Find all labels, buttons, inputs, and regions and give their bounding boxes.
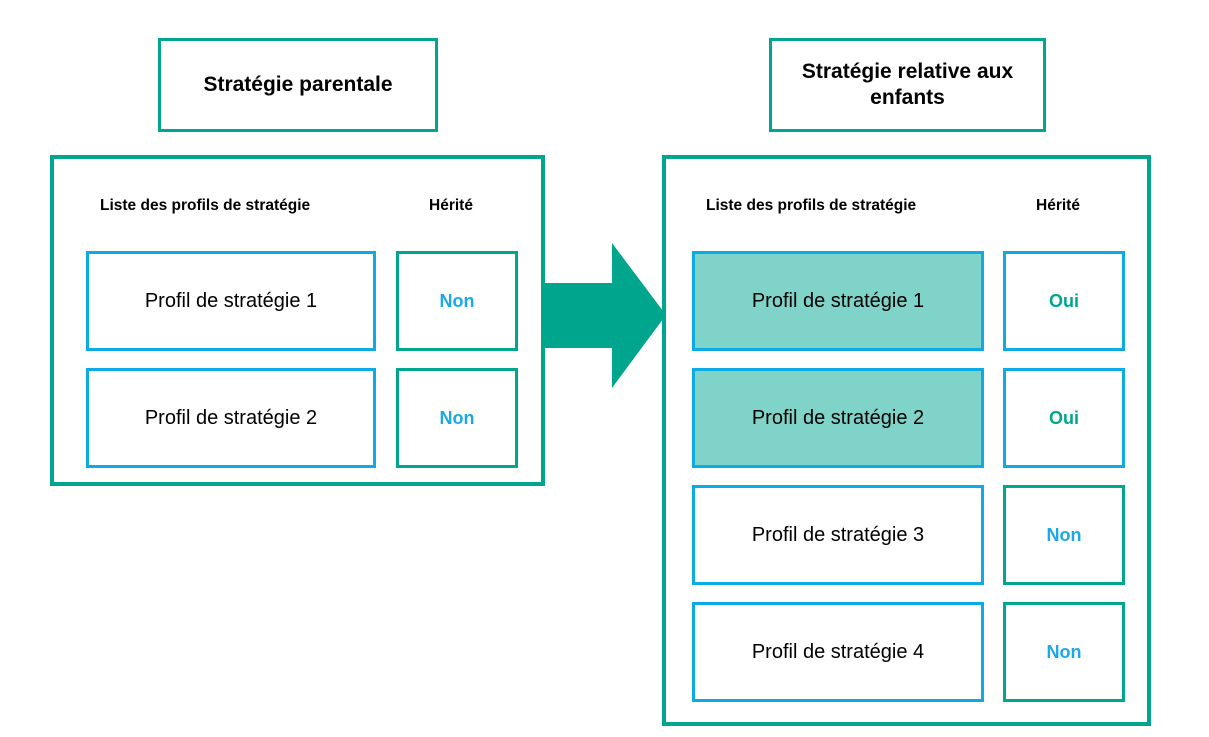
table-row: Profil de stratégie 4 Non [666,602,1147,702]
child-inherited-box-3[interactable]: Non [1003,485,1125,585]
parent-inherited-box-1[interactable]: Non [396,251,518,351]
child-strategy-title-text: Stratégie relative aux enfants [801,60,1014,109]
parent-inherited-label-1: Non [439,290,475,311]
parent-strategy-panel: Liste des profils de stratégie Hérité Pr… [50,155,545,486]
parent-panel-header-row: Liste des profils de stratégie Hérité [54,197,541,219]
table-row: Profil de stratégie 2 Non [54,368,541,468]
child-inherited-box-4[interactable]: Non [1003,602,1125,702]
child-inherited-label-3: Non [1046,524,1082,545]
child-strategy-title-box: Stratégie relative aux enfants [769,38,1046,132]
child-profile-box-4[interactable]: Profil de stratégie 4 [692,602,984,702]
child-rows-container: Profil de stratégie 1 Oui Profil de stra… [666,251,1147,719]
table-row: Profil de stratégie 1 Non [54,251,541,351]
parent-strategy-title-box: Stratégie parentale [158,38,438,132]
child-inherited-label-1: Oui [1049,290,1079,311]
parent-inherited-label-2: Non [439,407,475,428]
parent-inherited-box-2[interactable]: Non [396,368,518,468]
child-column-header-profiles: Liste des profils de stratégie [706,197,917,214]
child-profile-box-2[interactable]: Profil de stratégie 2 [692,368,984,468]
child-inherited-box-1[interactable]: Oui [1003,251,1125,351]
child-profile-box-3[interactable]: Profil de stratégie 3 [692,485,984,585]
child-profile-label-4: Profil de stratégie 4 [751,640,925,663]
child-profile-label-3: Profil de stratégie 3 [751,523,925,546]
table-row: Profil de stratégie 2 Oui [666,368,1147,468]
child-profile-box-1[interactable]: Profil de stratégie 1 [692,251,984,351]
parent-profile-box-1[interactable]: Profil de stratégie 1 [86,251,376,351]
parent-rows-container: Profil de stratégie 1 Non Profil de stra… [54,251,541,485]
parent-strategy-title-text: Stratégie parentale [203,73,393,96]
parent-column-header-profiles: Liste des profils de stratégie [100,197,311,214]
child-profile-label-1: Profil de stratégie 1 [751,289,925,312]
child-strategy-panel: Liste des profils de stratégie Hérité Pr… [662,155,1151,726]
parent-profile-label-2: Profil de stratégie 2 [144,406,318,429]
child-column-header-inherited: Hérité [1036,197,1080,214]
table-row: Profil de stratégie 1 Oui [666,251,1147,351]
child-inherited-box-2[interactable]: Oui [1003,368,1125,468]
parent-profile-box-2[interactable]: Profil de stratégie 2 [86,368,376,468]
parent-column-header-inherited: Hérité [429,197,473,214]
parent-profile-label-1: Profil de stratégie 1 [144,289,318,312]
child-inherited-label-2: Oui [1049,407,1079,428]
table-row: Profil de stratégie 3 Non [666,485,1147,585]
inheritance-arrow-icon [544,243,666,388]
child-inherited-label-4: Non [1046,641,1082,662]
child-profile-label-2: Profil de stratégie 2 [751,406,925,429]
child-panel-header-row: Liste des profils de stratégie Hérité [666,197,1147,219]
